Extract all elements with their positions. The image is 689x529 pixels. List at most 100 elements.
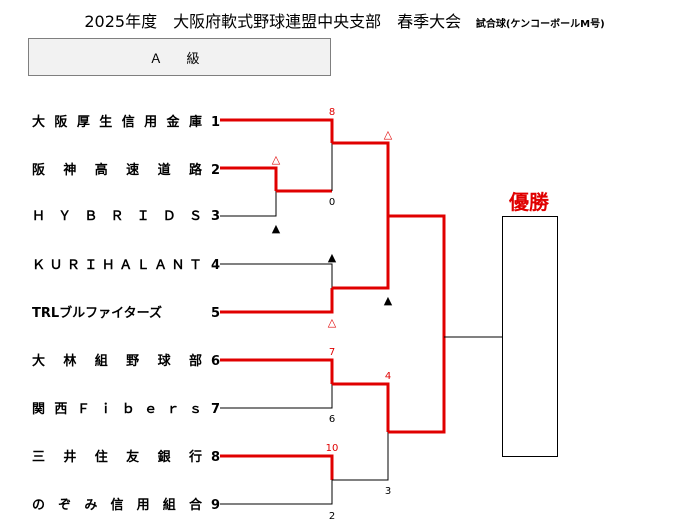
- team-name-char: 生: [99, 115, 113, 130]
- team-name-char: 神: [63, 163, 77, 178]
- ball-note: 試合球(ケンコーボールM号): [475, 19, 605, 30]
- team-name-char: Ｈ: [101, 258, 115, 273]
- score-label: 0: [329, 197, 335, 208]
- team-name-char: 西: [54, 402, 68, 417]
- forfeit-open-triangle-icon: △: [272, 153, 281, 166]
- team-seed-number: 8: [210, 450, 220, 465]
- team-name-char: 球: [157, 354, 171, 369]
- team-name-char: 住: [94, 450, 108, 465]
- bracket-line-win: [220, 454, 334, 480]
- team-name-char: 金: [166, 115, 180, 130]
- bracket-line-lose: [332, 432, 389, 481]
- team-name-char: 高: [94, 163, 108, 178]
- bracket-labels: 8 0 7 6 10 2 4 3 △ △ △ ▲ ▲ ▲: [272, 107, 393, 522]
- bracket-lines: [220, 118, 502, 505]
- team-row: 大阪厚生信用金庫 1: [32, 113, 220, 133]
- forfeit-solid-triangle-icon: ▲: [328, 251, 337, 264]
- team-name-char: 合: [188, 498, 202, 513]
- bracket-line-win: [220, 288, 334, 314]
- team-name-char: Ｒ: [66, 258, 80, 273]
- team-name-char: ｒ: [166, 402, 180, 417]
- team-name-char: ぞ: [58, 498, 72, 513]
- team-name-char: Ｆ: [76, 402, 90, 417]
- score-label: 3: [385, 486, 391, 497]
- bracket-line-win: [388, 214, 446, 337]
- bracket-line-win: [220, 118, 334, 143]
- team-name-char: ｓ: [188, 402, 202, 417]
- score-label: 10: [326, 443, 339, 454]
- team-name-char: 信: [121, 115, 135, 130]
- bracket-line-win: [332, 216, 390, 290]
- forfeit-solid-triangle-icon: ▲: [272, 222, 281, 235]
- score-label: 7: [329, 347, 335, 358]
- team-seed-number: 2: [210, 163, 220, 178]
- score-label: 8: [329, 107, 335, 118]
- score-label: 6: [329, 414, 335, 425]
- forfeit-open-triangle-icon: △: [328, 316, 337, 329]
- team-row: のぞみ信用組合 9: [32, 496, 220, 516]
- team-seed-number: 7: [210, 402, 220, 417]
- team-name: 大林組野球部: [32, 352, 202, 372]
- team-name-char: 道: [157, 163, 171, 178]
- team-name-char: 野: [126, 354, 140, 369]
- team-name-char: Ｒ: [110, 209, 124, 224]
- bracket-line-win: [332, 141, 390, 216]
- champion-box: [502, 216, 558, 457]
- bracket-line-lose: [220, 480, 333, 505]
- team-name: のぞみ信用組合: [32, 496, 202, 516]
- team-name-char: ｉ: [99, 402, 113, 417]
- team-name-char: Ｕ: [49, 258, 63, 273]
- team-name-char: 組: [162, 498, 176, 513]
- tournament-title: 2025年度 大阪府軟式野球連盟中央支部 春季大会: [84, 12, 462, 31]
- team-name: TRLブルファイターズ: [32, 304, 202, 324]
- team-row: TRLブルファイターズ 5: [32, 304, 220, 324]
- team-name-char: 林: [63, 354, 77, 369]
- bracket-line-win: [220, 166, 278, 191]
- team-name-char: 行: [188, 450, 202, 465]
- team-name-char: 友: [126, 450, 140, 465]
- team-name-char: Ｋ: [32, 258, 46, 273]
- bracket-line-lose: [220, 384, 333, 409]
- team-name-char: Ｎ: [171, 258, 185, 273]
- team-seed-number: 4: [210, 258, 220, 273]
- team-name: 三井住友銀行: [32, 448, 202, 468]
- team-name-char: 大: [32, 354, 46, 369]
- team-name-char: Ｉ: [84, 258, 98, 273]
- team-seed-number: 1: [210, 115, 220, 130]
- team-name-char: 銀: [157, 450, 171, 465]
- team-name: 大阪厚生信用金庫: [32, 113, 202, 133]
- team-name-char: Ｔ: [188, 258, 202, 273]
- team-name-char: 井: [63, 450, 77, 465]
- bracket-line-win: [388, 337, 446, 434]
- forfeit-solid-triangle-icon: ▲: [384, 294, 393, 307]
- score-label: 2: [329, 511, 335, 522]
- team-name: 阪神高速道路: [32, 161, 202, 181]
- team-name-char: TRLブルファイターズ: [32, 306, 162, 321]
- team-name-char: Ａ: [119, 258, 133, 273]
- team-name-char: ｅ: [144, 402, 158, 417]
- bracket-line-lose: [220, 191, 277, 217]
- class-label-box: Ａ 級: [28, 38, 331, 76]
- team-name-char: 部: [188, 354, 202, 369]
- team-name-char: 大: [32, 115, 46, 130]
- team-name-char: 阪: [32, 163, 46, 178]
- team-seed-number: 5: [210, 306, 220, 321]
- team-name-char: Ｙ: [58, 209, 72, 224]
- score-label: 4: [385, 371, 391, 382]
- team-seed-number: 3: [210, 209, 220, 224]
- forfeit-open-triangle-icon: △: [384, 128, 393, 141]
- team-name-char: み: [84, 498, 98, 513]
- bracket-line-win: [220, 358, 334, 384]
- team-name-char: 阪: [54, 115, 68, 130]
- team-seed-number: 6: [210, 354, 220, 369]
- team-name-char: 信: [110, 498, 124, 513]
- team-seed-number: 9: [210, 498, 220, 513]
- page-title: 2025年度 大阪府軟式野球連盟中央支部 春季大会 試合球(ケンコーボールM号): [0, 8, 689, 32]
- team-name-char: Ｂ: [84, 209, 98, 224]
